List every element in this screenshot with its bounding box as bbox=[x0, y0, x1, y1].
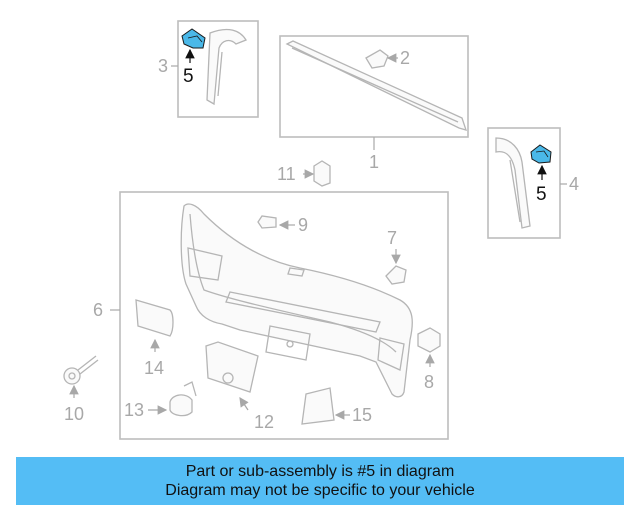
callout-5-left: 5 bbox=[183, 66, 194, 87]
info-banner: Part or sub-assembly is #5 in diagram Di… bbox=[16, 457, 624, 505]
banner-line-2: Diagram may not be specific to your vehi… bbox=[165, 482, 475, 499]
pillar-trim-left-group: 5 3 bbox=[158, 20, 259, 118]
callout-11: 11 bbox=[277, 164, 296, 184]
pad-14 bbox=[135, 299, 174, 337]
callout-10: 10 bbox=[64, 404, 84, 424]
access-cover-12 bbox=[205, 341, 259, 393]
pillar-trim-left bbox=[206, 28, 247, 106]
clip-7 bbox=[385, 265, 407, 285]
bulb-socket-13 bbox=[169, 394, 193, 417]
clip-2 bbox=[365, 49, 389, 69]
liftgate-trim-panel bbox=[180, 203, 413, 398]
upper-trim-group: 2 1 bbox=[279, 35, 469, 172]
inset-box-6 bbox=[119, 191, 449, 440]
callout-2: 2 bbox=[400, 48, 410, 68]
callout-13: 13 bbox=[124, 400, 144, 420]
clip-5-left bbox=[181, 28, 206, 49]
callout-1: 1 bbox=[369, 152, 379, 172]
liftgate-trim-group: 6 7 9 8 14 12 13 bbox=[93, 191, 449, 440]
callout-14: 14 bbox=[144, 358, 164, 378]
inset-box-4 bbox=[487, 127, 561, 239]
pillar-trim-right-group: 5 4 bbox=[487, 127, 579, 239]
callout-3: 3 bbox=[158, 56, 168, 76]
inset-box-3 bbox=[177, 20, 259, 118]
callout-9: 9 bbox=[298, 215, 308, 235]
bracket-8 bbox=[417, 327, 441, 353]
screw-10: 10 bbox=[63, 355, 99, 424]
clip-11 bbox=[313, 160, 331, 187]
callout-15: 15 bbox=[352, 405, 372, 425]
callout-4: 4 bbox=[569, 174, 579, 194]
pad-15 bbox=[301, 387, 335, 425]
clip-5-right bbox=[530, 144, 552, 164]
callout-7: 7 bbox=[387, 228, 397, 248]
callout-5-right: 5 bbox=[536, 184, 547, 205]
pillar-trim-right bbox=[495, 137, 531, 229]
clip-9 bbox=[257, 215, 277, 229]
callout-12: 12 bbox=[254, 412, 274, 432]
callout-8: 8 bbox=[424, 372, 434, 392]
parts-diagram: 5 3 2 1 5 4 11 6 bbox=[63, 20, 579, 440]
banner-line-1: Part or sub-assembly is #5 in diagram bbox=[185, 463, 455, 480]
callout-6: 6 bbox=[93, 300, 103, 320]
